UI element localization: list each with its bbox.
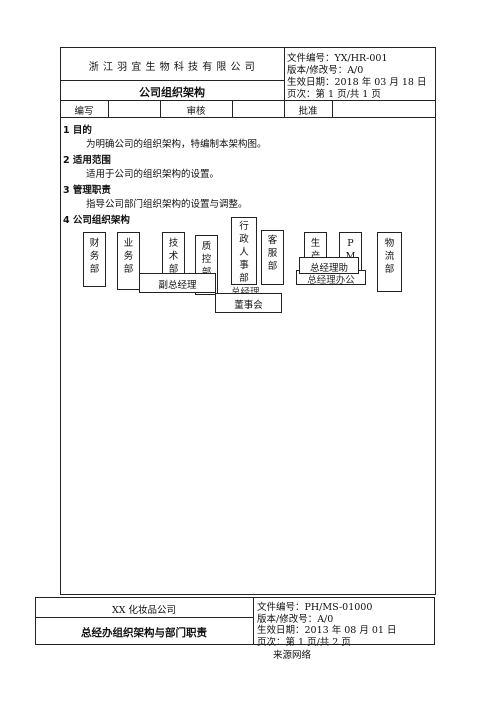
section-1-heading: 1 目的	[63, 125, 92, 136]
doc-number: 文件编号：YX/HR-001	[287, 53, 388, 64]
effective-date: 生效日期：2018 年 03 月 18 日	[287, 77, 427, 88]
section-4-heading: 4 公司组织架构	[63, 215, 130, 226]
deputy-gm-box: 副总经理	[139, 273, 216, 293]
label-approve: 批准	[298, 106, 318, 117]
section-3-text: 指导公司部门组织架构的设置与调整。	[86, 199, 248, 210]
board-box: 董事会	[215, 293, 282, 313]
dept-admin-hr: 行政人事部	[231, 217, 257, 285]
dept-tech: 技术部	[162, 232, 185, 278]
dept-finance: 财务部	[83, 232, 106, 287]
footer-version: 版本/修改号：A/0	[257, 614, 334, 625]
section-1-text: 为明确公司的组织架构，特编制本架构图。	[86, 139, 267, 150]
footer-page-count: 页次：第 1 页/共 2 页	[257, 637, 351, 648]
doc-title: 公司组织架构	[139, 86, 205, 99]
source-note: 来源网络	[273, 650, 312, 661]
section-2-text: 适用于公司的组织架构的设置。	[86, 169, 220, 180]
footer-company: XX 化妆品公司	[111, 605, 177, 616]
footer-doc-number: 文件编号：PH/MS-01000	[257, 602, 373, 613]
section-3-heading: 3 管理职责	[63, 185, 111, 196]
version: 版本/修改号：A/0	[287, 65, 364, 76]
footer-effective-date: 生效日期：2013 年 08 月 01 日	[257, 625, 397, 636]
footer-title: 总经办组织架构与部门职责	[81, 627, 207, 639]
company-name: 浙 江 羽 宜 生 物 科 技 有 限 公 司	[88, 62, 256, 73]
section-2-heading: 2 适用范围	[63, 155, 111, 166]
dept-logistics: 物流部	[377, 232, 402, 292]
gm-assistant-box: 总经理助	[299, 257, 359, 274]
label-review: 审核	[186, 106, 206, 117]
label-write: 编写	[74, 106, 94, 117]
gm-label: 总经理	[231, 284, 260, 298]
page-count: 页次：第 1 页/共 1 页	[287, 89, 381, 100]
dept-customer-service: 客服部	[261, 230, 284, 285]
dept-sales: 业务部	[117, 232, 140, 290]
